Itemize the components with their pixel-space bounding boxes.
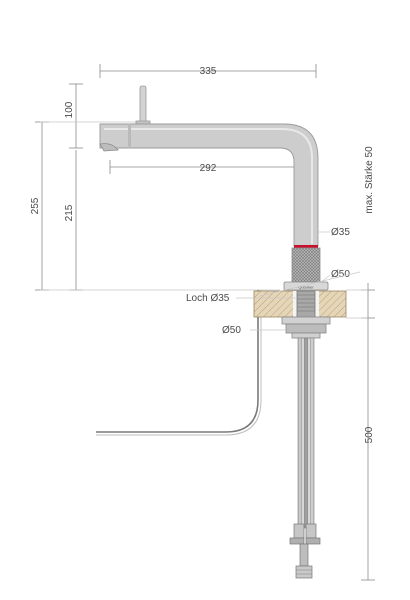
nut-collar: [291, 332, 321, 339]
brand-logo: Quooker: [298, 285, 314, 290]
label-hole-diameter: Loch Ø35: [186, 293, 230, 304]
dimension-max-thickness: max. Stärke 50: [346, 146, 375, 319]
worktop-edge-line: [259, 271, 361, 297]
outlet-nozzle: [99, 143, 119, 152]
label-hose-length: 500: [364, 426, 375, 443]
flexible-hose: [96, 290, 259, 433]
spout-seam: [128, 124, 131, 148]
label-tube-diameter: Ø35: [331, 227, 350, 238]
threaded-shank: [296, 290, 316, 322]
dimension-hose-length: 500: [361, 318, 375, 581]
fixing-nut: [285, 323, 327, 334]
label-lever-height: 100: [64, 101, 75, 118]
dimension-total-height: 255: [30, 121, 49, 291]
washer: [281, 316, 331, 325]
label-nut-diameter: Ø50: [222, 325, 241, 336]
spout-highlight: [104, 128, 313, 244]
spout-body: [99, 123, 319, 247]
label-total-width: 335: [200, 66, 217, 77]
dimension-spout-height: 215: [64, 150, 83, 291]
red-ring: [294, 245, 318, 248]
supply-tubes: [297, 337, 315, 529]
bottom-connectors: [289, 523, 321, 579]
base-plate: [283, 281, 329, 291]
label-spout-height: 215: [64, 204, 75, 221]
knurled-base: [291, 247, 321, 283]
label-base-diameter: Ø50: [331, 269, 350, 280]
thread-lines: [297, 294, 315, 312]
label-spout-reach: 292: [200, 163, 217, 174]
flexible-hose-shadow: [96, 290, 262, 436]
dimension-spout-reach: 292: [109, 160, 307, 174]
lever-handle: [139, 85, 147, 125]
dimension-lever-height: 100: [64, 83, 83, 149]
label-total-height: 255: [30, 197, 41, 214]
leader-base-diameter: [319, 274, 331, 284]
dimension-total-width: 335: [99, 64, 317, 78]
label-max-thickness: max. Stärke 50: [364, 146, 375, 214]
